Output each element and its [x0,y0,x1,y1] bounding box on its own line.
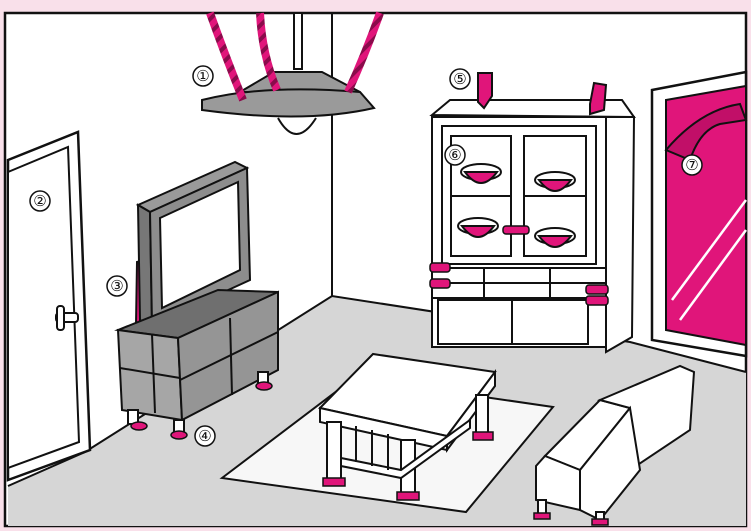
lamp-chain [206,11,247,102]
anti-shatter-film [664,102,748,162]
bowl [534,227,576,248]
cabinet [429,72,636,354]
mirror-icon [681,154,703,176]
marker-6: ⑥ [444,144,466,166]
svg-text:⑥: ⑥ [448,146,461,164]
svg-text:②: ② [33,192,46,210]
bowl [460,163,502,184]
svg-text:⑤: ⑤ [453,70,466,88]
bowl-icon [444,144,466,166]
door-latch [502,225,530,235]
tv-screen [158,180,242,310]
wall-bracket-icon [449,68,471,90]
drawer-lock [585,284,609,295]
anti-slip-pad [591,518,609,526]
anti-slip-pad [533,512,551,520]
anti-slip-pad [170,430,188,440]
ceiling-lamp-icon [192,65,214,87]
television-icon [106,275,128,297]
svg-text:⑦: ⑦ [685,156,698,174]
bowl [534,171,576,192]
svg-text:③: ③ [110,277,123,295]
wall-bracket [477,72,493,110]
sofa [533,364,696,526]
door [6,130,92,482]
anti-slip-pad [130,421,148,431]
marker-7: ⑦ [681,154,703,176]
marker-1: ① [192,65,214,87]
wall-bracket [589,81,608,116]
bowl [457,217,499,238]
lamp-chain [256,12,281,92]
anti-slip-pad [472,431,494,441]
door-icon [29,190,51,212]
mirror [650,70,748,358]
marker-2: ② [29,190,51,212]
ceiling-lamp [201,11,384,135]
anti-slip-pad [322,477,346,487]
drawer-lock [429,262,451,273]
marker-3: ③ [106,275,128,297]
lamp-bulb [277,117,317,135]
svg-text:①: ① [196,67,209,85]
tv-stand-icon [194,425,216,447]
anti-slip-pad [255,381,273,391]
anti-slip-pad [396,491,420,501]
marker-4: ④ [194,425,216,447]
tv-stand [114,288,279,440]
coffee-table [318,352,497,501]
marker-5: ⑤ [449,68,471,90]
drawer-lock [429,278,451,289]
drawer-lock [585,295,609,306]
svg-text:④: ④ [198,427,211,445]
lamp-chain [344,11,384,94]
